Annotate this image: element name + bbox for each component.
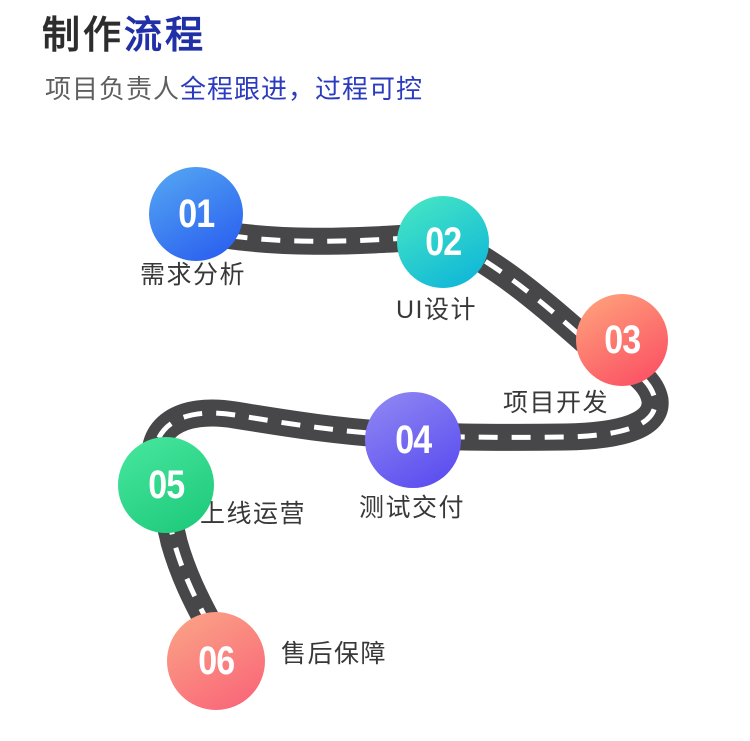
subtitle-accent-text: 全程跟进，过程可控 [180,74,424,104]
subtitle: 项目负责人全程跟进，过程可控 [45,74,423,105]
step-label-02: UI设计 [396,296,478,324]
step-label-03: 项目开发 [503,389,610,417]
subtitle-dark-text: 项目负责人 [45,74,181,104]
step-number-05: 05 [147,463,185,507]
step-label-01: 需求分析 [140,261,247,289]
step-circle-02: 02 [397,196,489,288]
step-number-02: 02 [424,220,462,264]
title-accent-text: 流程 [124,15,207,57]
step-number-04: 04 [394,418,432,462]
step-circle-03: 03 [576,294,668,386]
step-circle-05: 05 [118,437,214,533]
step-circle-04: 04 [365,392,461,488]
step-circle-06: 06 [167,612,265,710]
step-label-04: 测试交付 [359,494,466,522]
step-number-06: 06 [197,639,235,683]
step-label-05: 上线运营 [200,500,307,528]
step-label-06: 售后保障 [281,640,388,668]
step-number-03: 03 [603,318,641,362]
step-circle-01: 01 [149,167,243,261]
title-dark-text: 制作 [42,15,125,57]
page-title: 制作流程 [42,15,207,58]
step-number-01: 01 [177,192,215,236]
